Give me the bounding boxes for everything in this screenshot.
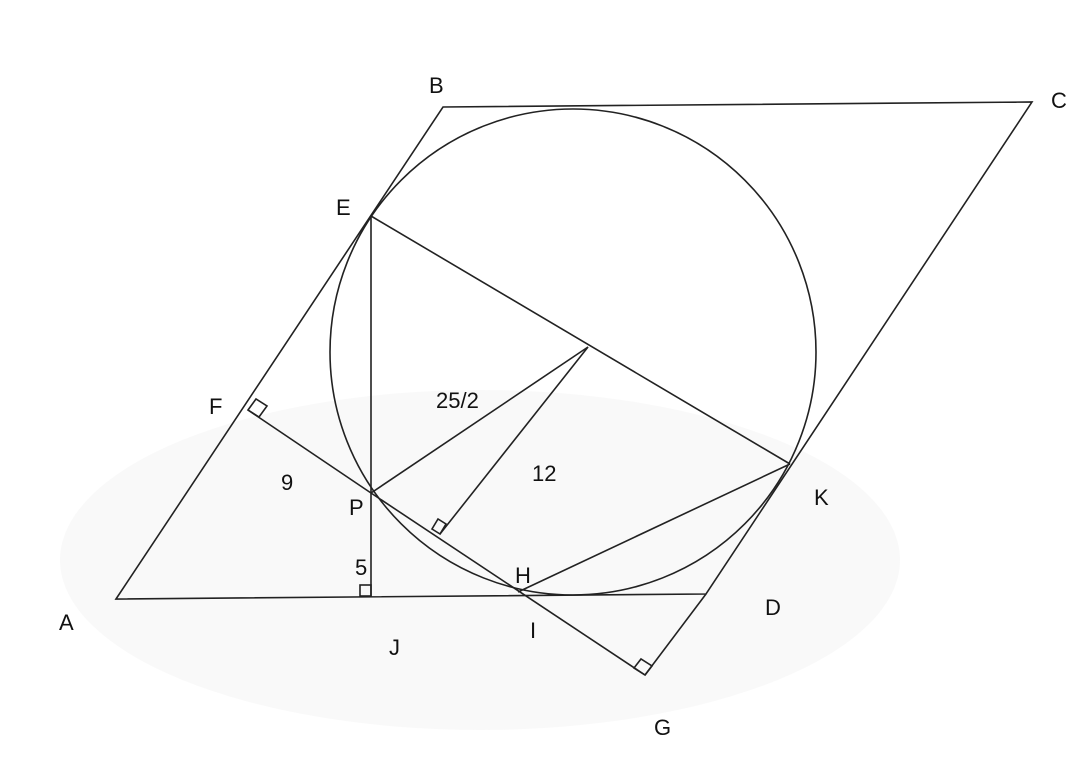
segment-HK	[517, 463, 791, 593]
label-J: J	[389, 635, 400, 660]
segment-GD	[644, 593, 707, 676]
right-angle-F	[246, 397, 269, 419]
label-C: C	[1051, 88, 1067, 113]
parallelogram-ABCD	[114, 101, 1034, 600]
segment-FP	[247, 409, 372, 494]
label-P: P	[349, 495, 364, 520]
right-angle-foot	[430, 517, 448, 536]
segment-PG	[370, 492, 646, 676]
label-B: B	[429, 73, 444, 98]
right-angle-G	[632, 657, 654, 677]
label-PJ-length: 5	[355, 555, 367, 580]
label-H: H	[515, 563, 531, 588]
inscribed-circle	[329, 108, 817, 596]
segment-center-foot	[439, 346, 589, 535]
label-D: D	[765, 595, 781, 620]
label-I: I	[530, 618, 536, 643]
label-PF-length: 9	[281, 470, 293, 495]
background-watermark	[60, 390, 900, 730]
label-center-distance: 12	[532, 461, 556, 486]
label-K: K	[814, 485, 829, 510]
labels: B C E F 9 25/2 12 P 5 H I J A D K G	[59, 73, 1067, 740]
right-angle-J	[359, 584, 372, 597]
segment-EK	[370, 215, 791, 465]
label-radius: 25/2	[436, 388, 479, 413]
label-G: G	[654, 715, 671, 740]
segment-P-center	[370, 346, 589, 494]
label-A: A	[59, 610, 74, 635]
label-F: F	[209, 394, 222, 419]
right-angle-markers	[246, 397, 654, 677]
label-E: E	[336, 195, 351, 220]
